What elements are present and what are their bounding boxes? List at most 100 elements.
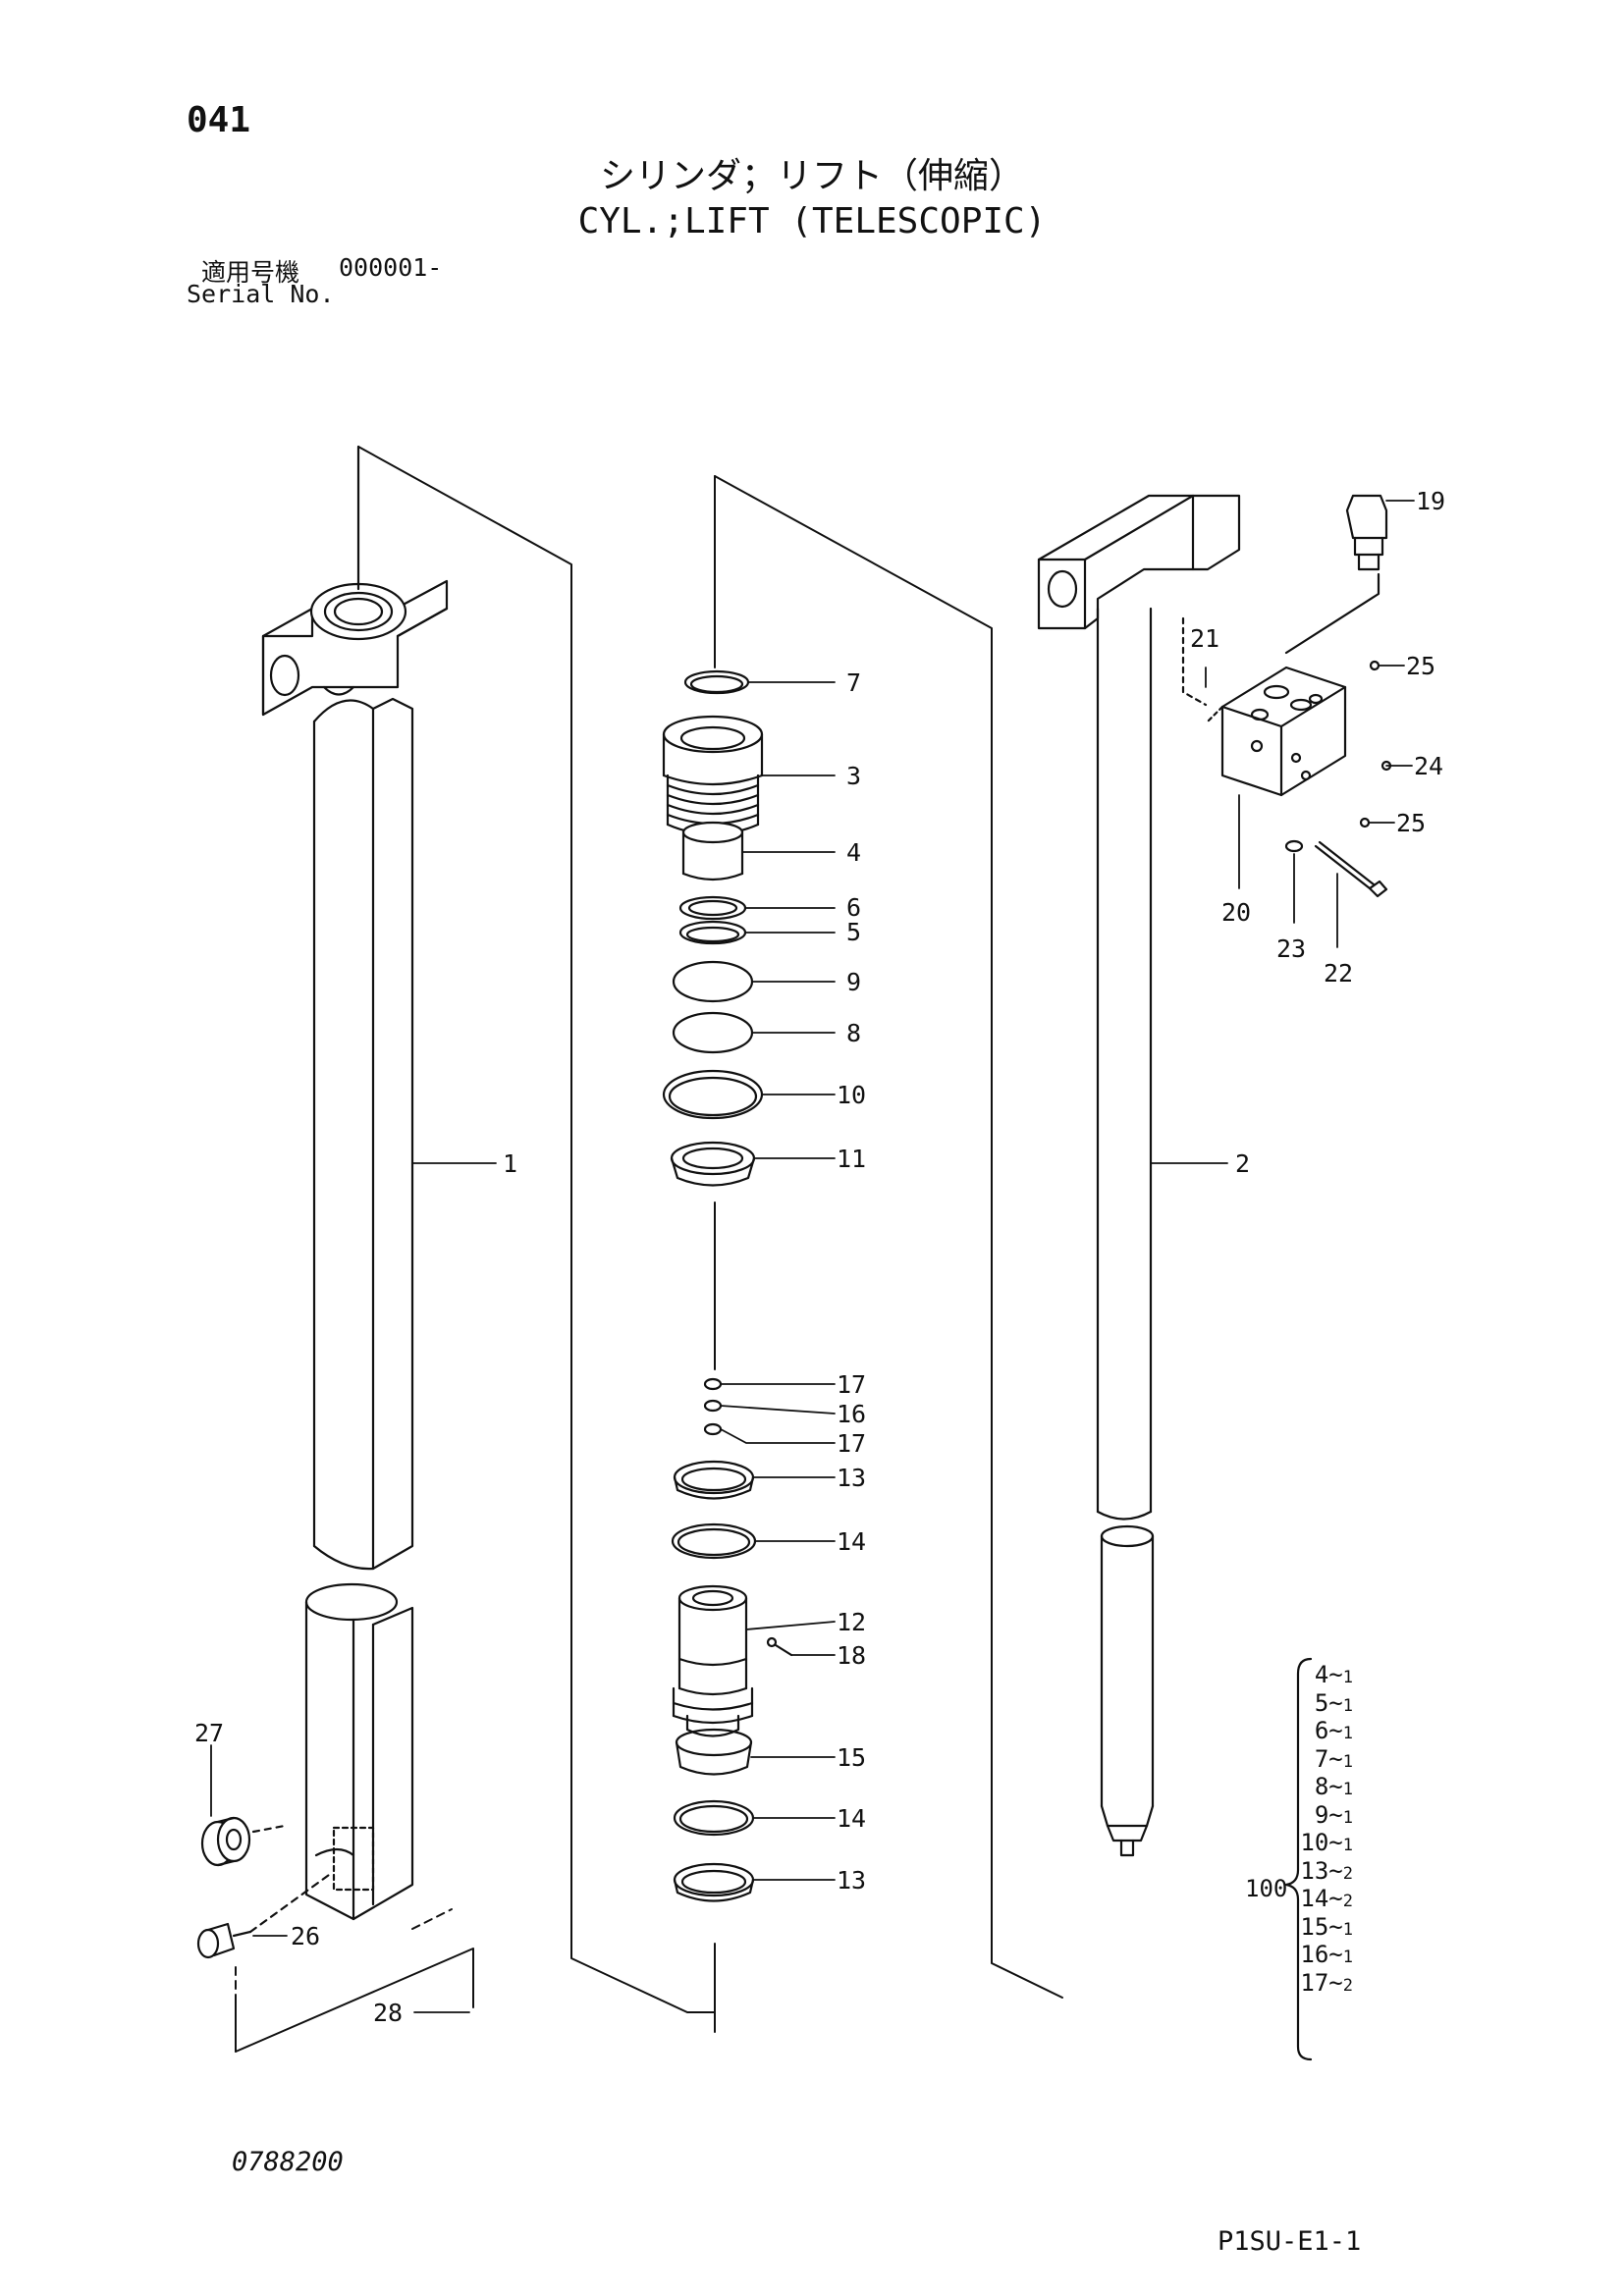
seal-kit-item-part: 9 xyxy=(1314,1800,1329,1829)
callout-6: 6 xyxy=(846,893,861,922)
assembly-boundary-lines xyxy=(235,446,1063,2053)
seal-kit-item-part: 13 xyxy=(1300,1856,1329,1885)
valve-block-assembly xyxy=(1181,494,1392,898)
seal-kit-list: 100 xyxy=(1245,1875,1287,1902)
callout-10: 10 xyxy=(837,1081,866,1109)
seal-kit-item: 6~1 xyxy=(1315,1717,1353,1744)
callout-7: 7 xyxy=(846,668,861,697)
seal-kit-item-qty: 1 xyxy=(1342,1807,1353,1828)
callout-21: 21 xyxy=(1190,624,1219,653)
callout-19: 19 xyxy=(1416,487,1445,515)
callout-13-upper: 13 xyxy=(837,1464,866,1492)
callout-14-lower: 14 xyxy=(837,1804,866,1833)
bolt-part-26 xyxy=(196,1873,331,1959)
serial-label-english: Serial No. xyxy=(187,280,335,308)
seal-kit-item-qty: 1 xyxy=(1342,1668,1353,1687)
callout-24: 24 xyxy=(1414,752,1443,780)
seal-kit-item: 8~1 xyxy=(1315,1773,1353,1800)
sheet-code: P1SU-E1-1 xyxy=(1218,2226,1362,2257)
callout-15: 15 xyxy=(837,1743,866,1772)
seal-kit-item-qty: 1 xyxy=(1342,1724,1353,1743)
callout-27: 27 xyxy=(194,1719,224,1747)
seal-kit-item: 7~1 xyxy=(1315,1745,1353,1773)
seal-kit-item: 5~1 xyxy=(1315,1689,1353,1717)
callout-labels: 1 2 3 4 5 6 7 8 9 10 11 12 13 13 14 14 1… xyxy=(194,487,1445,2027)
tilde-separator: ~ xyxy=(1328,1773,1343,1800)
seal-kit-item-part: 17 xyxy=(1300,1968,1329,1997)
tilde-separator: ~ xyxy=(1328,1717,1343,1744)
seal-kit-item-part: 5 xyxy=(1314,1688,1329,1717)
callout-13-lower: 13 xyxy=(837,1866,866,1895)
seal-kit-item-qty: 1 xyxy=(1342,1919,1353,1940)
center-seal-stack xyxy=(662,669,793,1902)
page-title-english: CYL.;LIFT (TELESCOPIC) xyxy=(577,201,1047,241)
seal-kit-item-qty: 1 xyxy=(1342,1780,1353,1799)
tilde-separator: ~ xyxy=(1328,1661,1343,1688)
seal-kit-item: 9~1 xyxy=(1315,1801,1353,1829)
page-number: 041 xyxy=(187,100,251,140)
callout-4: 4 xyxy=(846,838,861,867)
callout-5: 5 xyxy=(846,918,861,946)
callout-1: 1 xyxy=(503,1149,517,1178)
callout-8: 8 xyxy=(846,1019,861,1047)
seal-kit-item: 17~2 xyxy=(1300,1969,1353,1997)
seal-kit-item-qty: 2 xyxy=(1342,1975,1353,1996)
serial-range: 000001- xyxy=(339,253,443,282)
serial-label-japanese: 適用号機 xyxy=(201,258,300,287)
outer-cylinder-tube xyxy=(261,445,449,1921)
tilde-separator: ~ xyxy=(1328,1885,1343,1912)
seal-kit-number: 100 xyxy=(1245,1875,1287,1902)
callout-25-upper: 25 xyxy=(1406,652,1435,680)
callout-12: 12 xyxy=(837,1608,866,1636)
seal-kit-item-part: 10 xyxy=(1300,1829,1329,1856)
seal-kit-item: 10~1 xyxy=(1300,1829,1353,1856)
callout-2: 2 xyxy=(1235,1149,1250,1178)
callout-25-lower: 25 xyxy=(1396,809,1426,837)
callout-28: 28 xyxy=(373,1999,403,2027)
tilde-separator: ~ xyxy=(1328,1800,1343,1829)
seal-kit-item-qty: 2 xyxy=(1342,1863,1353,1884)
seal-kit-item-qty: 1 xyxy=(1342,1836,1353,1855)
seal-kit-item-part: 6 xyxy=(1314,1717,1329,1744)
inner-rod xyxy=(1037,494,1241,1857)
seal-kit-item-part: 14 xyxy=(1300,1885,1329,1912)
callout-11: 11 xyxy=(837,1145,866,1173)
seal-kit-item-part: 7 xyxy=(1314,1744,1329,1773)
tilde-separator: ~ xyxy=(1328,1829,1343,1856)
callout-14-upper: 14 xyxy=(837,1527,866,1556)
seal-kit-item: 14~2 xyxy=(1300,1885,1353,1912)
callout-18: 18 xyxy=(837,1641,866,1670)
seal-kit-brace xyxy=(1284,1657,1313,2061)
seal-kit-item-part: 4 xyxy=(1314,1661,1329,1688)
seal-kit-item: 16~1 xyxy=(1300,1941,1353,1968)
seal-kit-item-qty: 1 xyxy=(1342,1751,1353,1772)
seal-kit-item-qty: 2 xyxy=(1342,1892,1353,1911)
callout-26: 26 xyxy=(291,1922,320,1950)
callout-16: 16 xyxy=(837,1400,866,1428)
tilde-separator: ~ xyxy=(1328,1912,1343,1941)
seal-kit-item-qty: 1 xyxy=(1342,1695,1353,1716)
tilde-separator: ~ xyxy=(1328,1688,1343,1717)
tilde-separator: ~ xyxy=(1328,1856,1343,1885)
callout-3: 3 xyxy=(846,762,861,790)
callout-9: 9 xyxy=(846,968,861,996)
drawing-number: 0788200 xyxy=(232,2147,344,2177)
callout-20: 20 xyxy=(1221,898,1251,927)
seal-kit-item: 4~1 xyxy=(1315,1661,1353,1688)
seal-kit-item-part: 8 xyxy=(1314,1773,1329,1800)
callout-23: 23 xyxy=(1276,934,1306,963)
seal-kit-item-qty: 1 xyxy=(1342,1948,1353,1967)
callout-17-lower: 17 xyxy=(837,1429,866,1458)
callout-17-upper: 17 xyxy=(837,1370,866,1399)
seal-kit-item: 15~1 xyxy=(1300,1913,1353,1941)
callout-22: 22 xyxy=(1324,959,1353,988)
seal-kit-item-part: 15 xyxy=(1300,1912,1329,1941)
seal-kit-item: 13~2 xyxy=(1300,1857,1353,1885)
tilde-separator: ~ xyxy=(1328,1941,1343,1968)
page-title-japanese: シリンダ；リフト（伸縮） xyxy=(599,156,1024,196)
seal-kit-item-part: 16 xyxy=(1300,1941,1329,1968)
tilde-separator: ~ xyxy=(1328,1968,1343,1997)
roller-part-27 xyxy=(200,1816,287,1867)
callout-leader-lines xyxy=(210,500,1415,2013)
